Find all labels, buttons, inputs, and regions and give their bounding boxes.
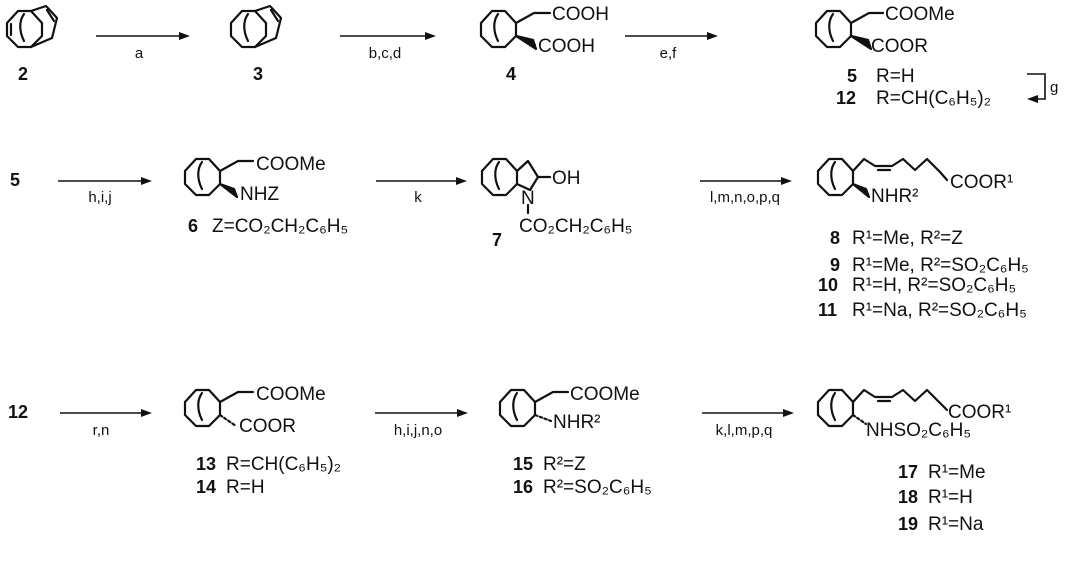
reagent-label-rn: r,n	[93, 422, 110, 439]
compound-label-13: 13	[196, 454, 216, 474]
compound-8-ester: COOR¹	[950, 172, 1013, 193]
compound-17-ester: COOR¹	[948, 402, 1011, 423]
compound-7-cbz: CO₂CH₂C₆H₅	[519, 216, 632, 237]
structure-compound-8	[816, 157, 949, 199]
compound-4-carboxyl-top: COOH	[552, 4, 609, 25]
compound-19-definition: R¹=Na	[928, 514, 984, 535]
reaction-arrow-a	[96, 32, 190, 40]
reagent-label-lmnopq: l,m,n,o,p,q	[710, 189, 780, 206]
compound-15-amide: NHR²	[553, 412, 601, 433]
compound-16-definition: R²=SO₂C₆H₅	[543, 477, 652, 498]
compound-label-4: 4	[506, 64, 516, 84]
reagent-label-hijno: h,i,j,n,o	[394, 422, 442, 439]
compound-label-16: 16	[513, 477, 533, 497]
compound-18-definition: R¹=H	[928, 487, 973, 508]
compound-15-definition: R²=Z	[543, 454, 586, 475]
structure-compound-17	[816, 388, 949, 428]
compound-label-5: 5	[847, 66, 857, 86]
reaction-arrow-ef	[625, 32, 718, 40]
compound-label-12-row3: 12	[8, 402, 28, 422]
compound-label-6: 6	[188, 216, 198, 236]
reagent-label-hij: h,i,j	[88, 189, 111, 206]
compound-label-17: 17	[898, 462, 918, 482]
structure-compound-15	[498, 388, 570, 428]
structure-compound-13	[183, 388, 255, 428]
compound-label-19: 19	[898, 514, 918, 534]
compound-8-amide: NHR²	[871, 186, 919, 207]
compound-10-definition: R¹=H, R²=SO₂C₆H₅	[852, 275, 1016, 296]
compound-label-5-row2: 5	[10, 170, 20, 190]
compound-label-18: 18	[898, 487, 918, 507]
compound-4-carboxyl-bottom: COOH	[538, 36, 595, 57]
reagent-label-ef: e,f	[660, 45, 678, 62]
compound-6-definition: Z=CO₂CH₂C₆H₅	[212, 216, 348, 237]
compound-11-definition: R¹=Na, R²=SO₂C₆H₅	[852, 300, 1027, 321]
reagent-label-klmpq: k,l,m,p,q	[716, 422, 773, 439]
compound-7-nitrogen: N	[521, 188, 535, 209]
compound-17-definition: R¹=Me	[928, 462, 986, 483]
compound-5-definition: R=H	[876, 66, 915, 87]
reagent-label-g: g	[1050, 79, 1058, 96]
reaction-arrow-rn	[60, 409, 152, 417]
compound-13-ester-bottom: COOR	[239, 416, 296, 437]
structure-compound-5	[814, 9, 885, 51]
structure-compound-4	[479, 9, 552, 51]
reaction-arrow-klmpq	[702, 409, 794, 417]
compound-9-definition: R¹=Me, R²=SO₂C₆H₅	[852, 255, 1029, 276]
compound-17-sulfonamide: NHSO₂C₆H₅	[866, 420, 971, 441]
compound-label-8: 8	[830, 228, 840, 248]
compound-label-3: 3	[253, 64, 263, 84]
compound-5-ester-bottom: COOR	[871, 36, 928, 57]
compound-label-10: 10	[818, 275, 838, 295]
compound-label-7: 7	[492, 230, 502, 250]
structure-compound-3	[229, 4, 283, 49]
reaction-arrow-hij	[58, 177, 152, 185]
reaction-arrow-g	[1027, 73, 1046, 103]
compound-8-definition: R¹=Me, R²=Z	[852, 228, 963, 249]
reagent-label-k: k	[414, 189, 422, 206]
structure-compound-6	[183, 157, 255, 199]
compound-12-definition: R=CH(C₆H₅)₂	[876, 88, 991, 109]
compound-6-nhz: NHZ	[240, 184, 279, 205]
compound-label-2: 2	[18, 64, 28, 84]
compound-label-15: 15	[513, 454, 533, 474]
compound-13-definition: R=CH(C₆H₅)₂	[226, 454, 341, 475]
reaction-arrow-k	[376, 177, 467, 185]
compound-6-ester: COOMe	[256, 154, 326, 175]
reaction-arrow-bcd	[340, 32, 436, 40]
reaction-arrow-lmnopq	[700, 177, 792, 185]
reaction-arrow-hijno	[375, 409, 468, 417]
structure-compound-2	[5, 4, 59, 49]
compound-label-9: 9	[830, 255, 840, 275]
compound-label-12: 12	[836, 88, 856, 108]
compound-15-ester: COOMe	[570, 384, 640, 405]
compound-13-ester-top: COOMe	[256, 384, 326, 405]
compound-label-14: 14	[196, 477, 216, 497]
reagent-label-a: a	[135, 45, 144, 62]
structure-compound-7	[480, 157, 552, 215]
compound-label-11: 11	[818, 300, 837, 320]
reagent-label-bcd: b,c,d	[369, 45, 402, 62]
compound-5-ester-top: COOMe	[885, 4, 955, 25]
compound-7-hydroxyl: OH	[552, 168, 581, 189]
compound-14-definition: R=H	[226, 477, 265, 498]
